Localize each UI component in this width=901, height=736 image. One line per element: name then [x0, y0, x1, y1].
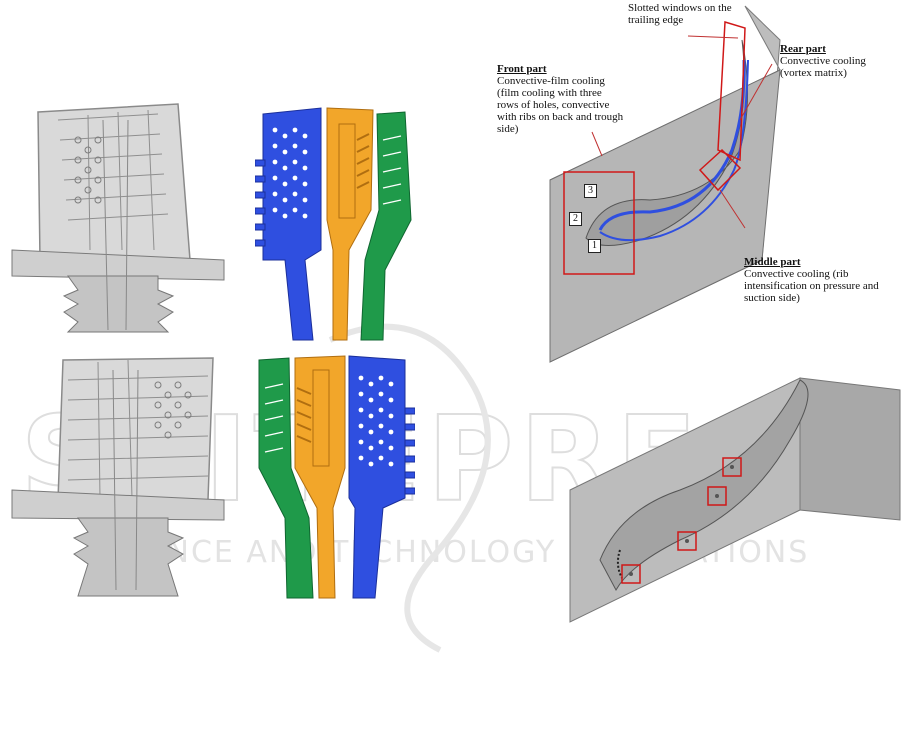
- watermark-swoosh: [328, 323, 491, 653]
- marker-2: 2: [569, 212, 582, 226]
- middle-part-box: [698, 148, 742, 192]
- hole-marker-1: [621, 564, 641, 584]
- label-rear-part: Rear part Convective cooling (vortex mat…: [780, 43, 898, 79]
- marker-1: 1: [588, 239, 601, 253]
- hole-marker-4: [722, 457, 742, 477]
- rear-part-box: [717, 21, 746, 162]
- blade-section-3d: [549, 5, 781, 363]
- label-front-part: Front part Convective-film cooling (film…: [497, 63, 625, 135]
- hole-marker-2: [677, 531, 697, 551]
- marker-3: 3: [584, 184, 597, 198]
- blade-section-holes: [569, 377, 901, 623]
- cooling-channels-top: [255, 107, 412, 341]
- front-part-title: Front part: [497, 63, 547, 75]
- hole-marker-3: [707, 486, 727, 506]
- blade-model-top: [11, 103, 225, 333]
- cooling-channels-bottom: [258, 355, 415, 599]
- blade-model-bottom: [11, 357, 225, 597]
- front-part-desc: Convective-film cooling (film cooling wi…: [497, 75, 624, 135]
- front-part-box: [563, 171, 635, 275]
- rear-part-title: Rear part: [780, 43, 826, 55]
- rear-part-desc: Convective cooling (vortex matrix): [780, 55, 866, 79]
- middle-part-desc: Convective cooling (rib intensification …: [744, 268, 879, 304]
- label-middle-part: Middle part Convective cooling (rib inte…: [744, 256, 894, 304]
- label-slotted-windows: Slotted windows on the trailing edge: [628, 2, 732, 26]
- middle-part-title: Middle part: [744, 256, 801, 268]
